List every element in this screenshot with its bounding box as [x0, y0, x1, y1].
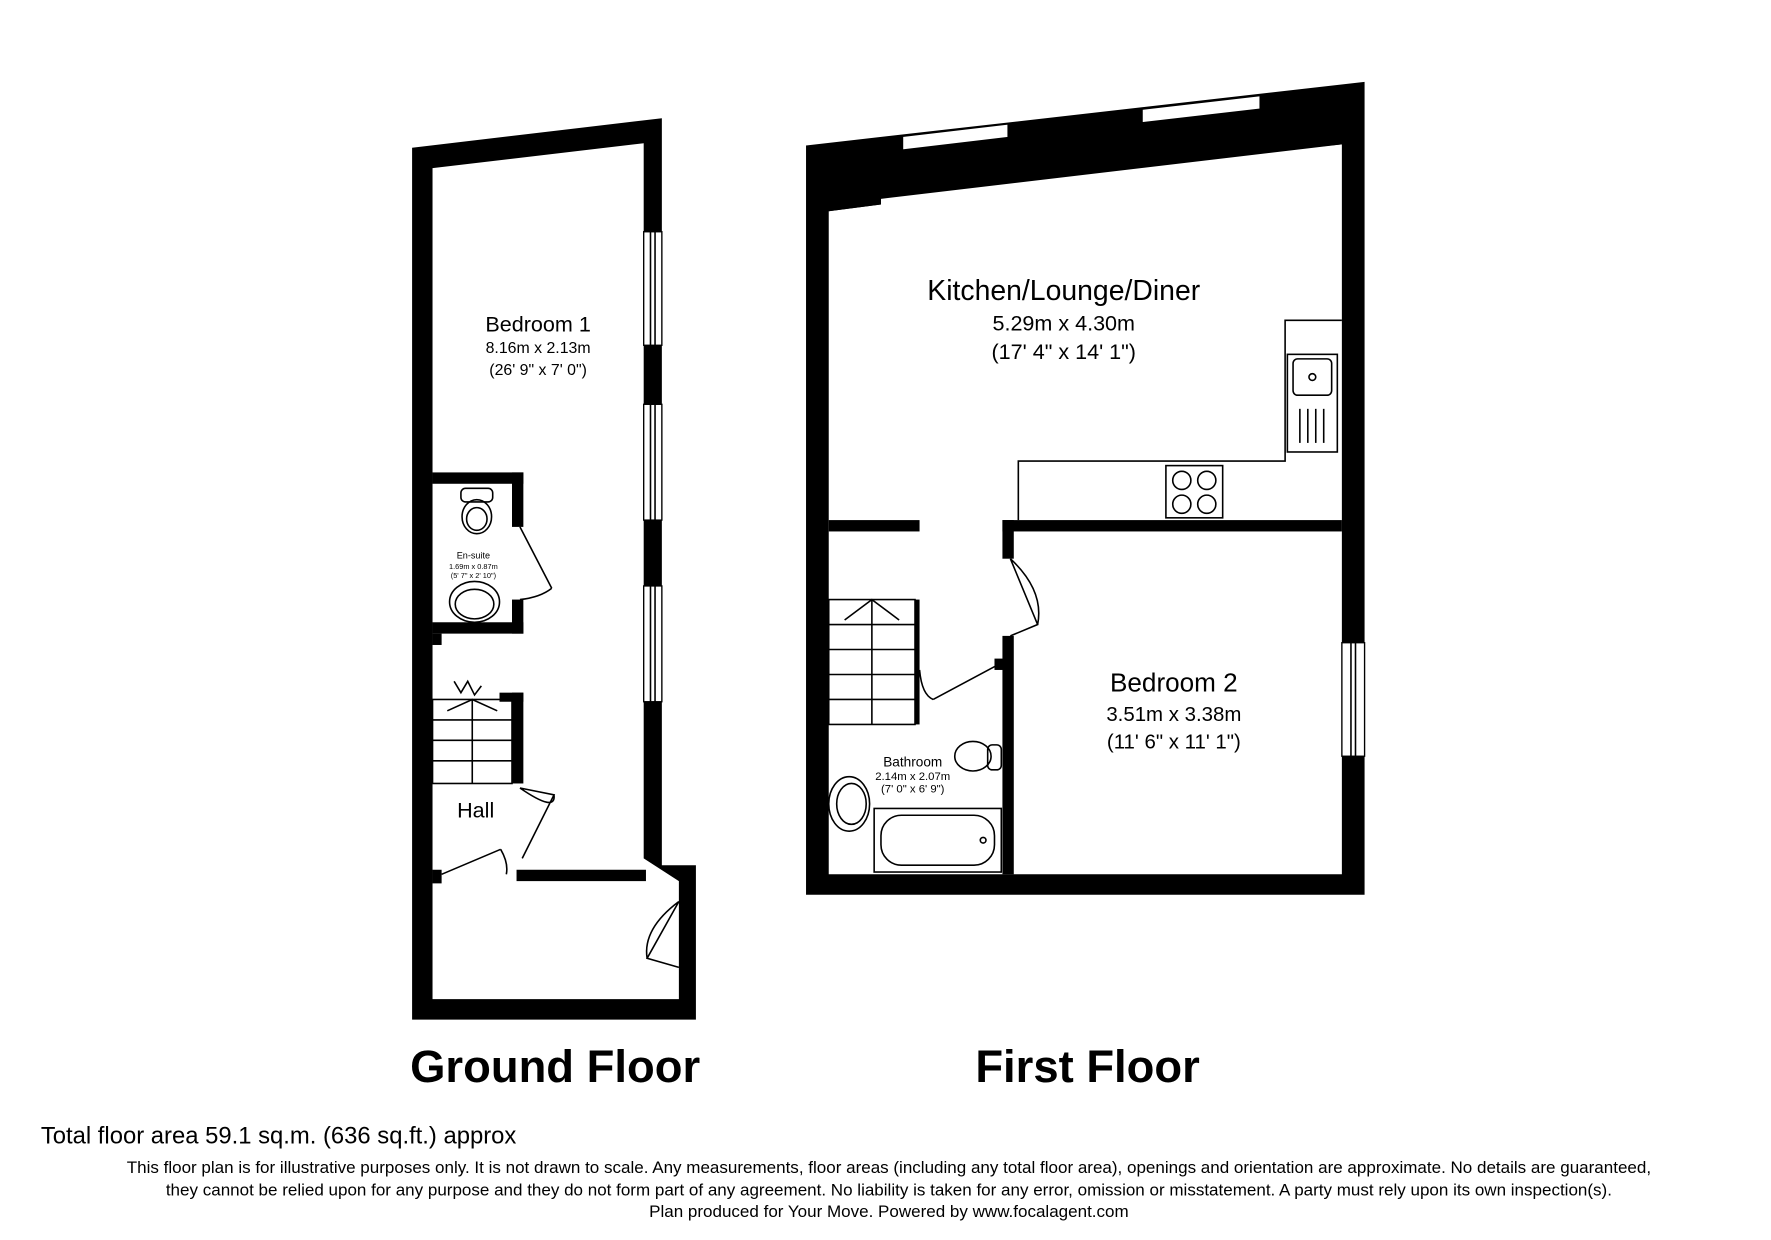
window	[643, 403, 663, 521]
wall	[512, 599, 524, 634]
room-dimensions-imperial: (7' 0" x 6' 9")	[881, 784, 945, 796]
door	[918, 664, 998, 701]
kitchen-counter	[1017, 319, 1342, 521]
room-name: Kitchen/Lounge/Diner	[927, 275, 1200, 307]
sink-icon	[1286, 353, 1339, 453]
window	[643, 231, 663, 346]
room-name: Bedroom 2	[1110, 668, 1238, 698]
credit-line: Plan produced for Your Move. Powered by …	[649, 1202, 1129, 1221]
room-dimensions: 5.29m x 4.30m	[992, 311, 1135, 336]
room-name: Hall	[457, 798, 494, 823]
disclaimer-line-2: they cannot be relied upon for any purpo…	[166, 1181, 1612, 1200]
wall	[512, 692, 524, 784]
basin-icon	[448, 580, 501, 624]
window	[1141, 94, 1261, 124]
room-dimensions-imperial: (11' 6" x 11' 1")	[1107, 731, 1241, 753]
footer: Total floor area 59.1 sq.m. (636 sq.ft.)…	[41, 1122, 1651, 1221]
room-dimensions: 3.51m x 3.38m	[1106, 704, 1241, 726]
window	[643, 585, 663, 703]
disclaimer-line-1: This floor plan is for illustrative purp…	[127, 1158, 1651, 1177]
room-dimensions-imperial: (5' 7" x 2' 10")	[451, 571, 496, 580]
first-floor-plan: Kitchen/Lounge/Diner 5.29m x 4.30m (17' …	[806, 81, 1366, 1092]
room-name: Bedroom 1	[485, 312, 590, 337]
room-dimensions: 1.69m x 0.87m	[449, 562, 498, 571]
ground-floor-plan: Bedroom 1 8.16m x 2.13m (26' 9" x 7' 0")…	[410, 118, 700, 1092]
stairs-icon	[431, 679, 513, 785]
window	[1341, 642, 1366, 757]
door	[1009, 558, 1040, 637]
wall	[1002, 635, 1014, 875]
hob-icon	[1165, 464, 1224, 519]
door	[519, 787, 556, 859]
bath-icon	[873, 807, 1003, 873]
wall	[512, 472, 524, 527]
basin-icon	[827, 775, 871, 832]
wall	[1002, 520, 1014, 559]
room-name: Bathroom	[883, 754, 942, 769]
stairs-icon	[827, 598, 916, 726]
wall	[432, 633, 442, 645]
floor-title: Ground Floor	[410, 1041, 700, 1092]
wall	[499, 692, 524, 702]
front-door	[645, 900, 680, 969]
room-name: En-suite	[457, 551, 490, 561]
window	[901, 123, 1009, 151]
room-dimensions-imperial: (26' 9" x 7' 0")	[489, 362, 587, 379]
wall	[432, 622, 524, 634]
toilet-icon	[460, 487, 494, 535]
wall	[516, 869, 646, 882]
wall	[432, 472, 524, 484]
room-dimensions: 8.16m x 2.13m	[486, 340, 591, 357]
floor-title: First Floor	[975, 1041, 1200, 1092]
toilet-icon	[953, 740, 1003, 772]
door	[441, 848, 508, 876]
wall	[1002, 520, 1342, 532]
total-floor-area: Total floor area 59.1 sq.m. (636 sq.ft.)…	[41, 1122, 517, 1149]
wall	[432, 869, 442, 884]
wall	[828, 520, 920, 532]
door	[519, 526, 553, 601]
room-dimensions: 2.14m x 2.07m	[875, 771, 950, 783]
room-dimensions-imperial: (17' 4" x 14' 1")	[991, 339, 1136, 364]
